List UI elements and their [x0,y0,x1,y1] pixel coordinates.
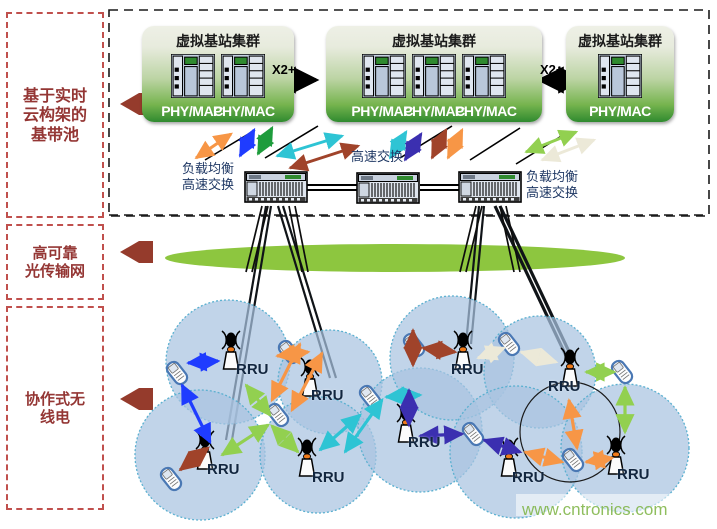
callout-arrow-radio [120,388,153,410]
rru-label: RRU [312,469,345,486]
server-rack-icon [598,54,642,98]
region-label-baseband-pool: 基于实时云构架的基带池 [6,12,104,218]
phy-mac-label: PHY/MAC [161,103,223,119]
virtual-bs-cluster-b: 虚拟基站集群 PHY/MAC PHY/MAC PHY/MAC [326,26,542,122]
rru-label: RRU [236,361,269,378]
rru-label: RRU [617,466,650,483]
rru-label: RRU [451,361,484,378]
phy-mac-label: PHY/MAC [403,103,465,119]
phy-mac-label: PHY/MAC [454,103,517,119]
cluster-a-title: 虚拟基站集群 [176,34,260,50]
rru-label: RRU [548,378,581,395]
cluster-b-racks [326,54,542,100]
region-label-optical-network-text: 高可靠光传输网 [24,243,85,280]
server-rack-icon [462,54,506,98]
server-rack-icon [171,54,215,98]
switch-right-chassis [458,171,522,203]
site-watermark: www.cntronics.com [522,500,668,519]
x2-interface-label-right: X2+ [540,62,564,77]
phy-mac-label: PHY/MAC [351,103,414,119]
radio-link-arrows [178,328,635,472]
cluster-c-mac-labels: PHY/MAC [566,102,674,120]
rru-label: RRU [408,434,441,451]
switch-mount-legs [245,205,521,273]
cluster-b-mac-labels: PHY/MAC PHY/MAC PHY/MAC [326,102,542,120]
optical-transport-ellipse [165,244,625,272]
region-label-baseband-pool-text: 基于实时云构架的基带池 [22,85,87,144]
switch-center-caption: 高速交换 [350,150,403,165]
server-rack-icon [362,54,406,98]
server-rack-icon [412,54,456,98]
virtual-bs-cluster-c: 虚拟基站集群 PHY/MAC [566,26,674,122]
cluster-c-title: 虚拟基站集群 [578,34,662,50]
cluster-a-mac-labels: PHY/MAC PHY/MAC [142,102,294,120]
region-label-cooperative-radio-text: 协作式无线电 [24,389,85,426]
baseband-switch-flow-arrows [194,125,597,172]
server-rack-icon [221,54,265,98]
region-label-optical-network: 高可靠光传输网 [6,224,104,300]
rru-label: RRU [512,469,545,486]
callout-arrow-optical [120,241,153,263]
baseband-pool-region [108,9,710,217]
cluster-a-racks [142,54,294,100]
phy-mac-label: PHY/MAC [589,103,651,119]
virtual-bs-cluster-a: 虚拟基站集群 PHY/MAC PHY/MAC [142,26,294,122]
region-label-cooperative-radio: 协作式无线电 [6,306,104,510]
watermark-band [516,494,716,516]
x2-interface-label-left: X2+ [272,62,296,77]
cluster-b-title: 虚拟基站集群 [392,34,476,50]
switch-center-chassis [356,172,420,204]
rru-label: RRU [311,387,344,404]
switch-left-caption: 负载均衡高速交换 [181,162,234,193]
rru-label: RRU [207,461,240,478]
switch-left-chassis [244,171,308,203]
phy-mac-label: PHY/MAC [213,103,275,119]
switch-right-caption: 负载均衡高速交换 [525,170,578,201]
cluster-c-racks [566,54,674,100]
